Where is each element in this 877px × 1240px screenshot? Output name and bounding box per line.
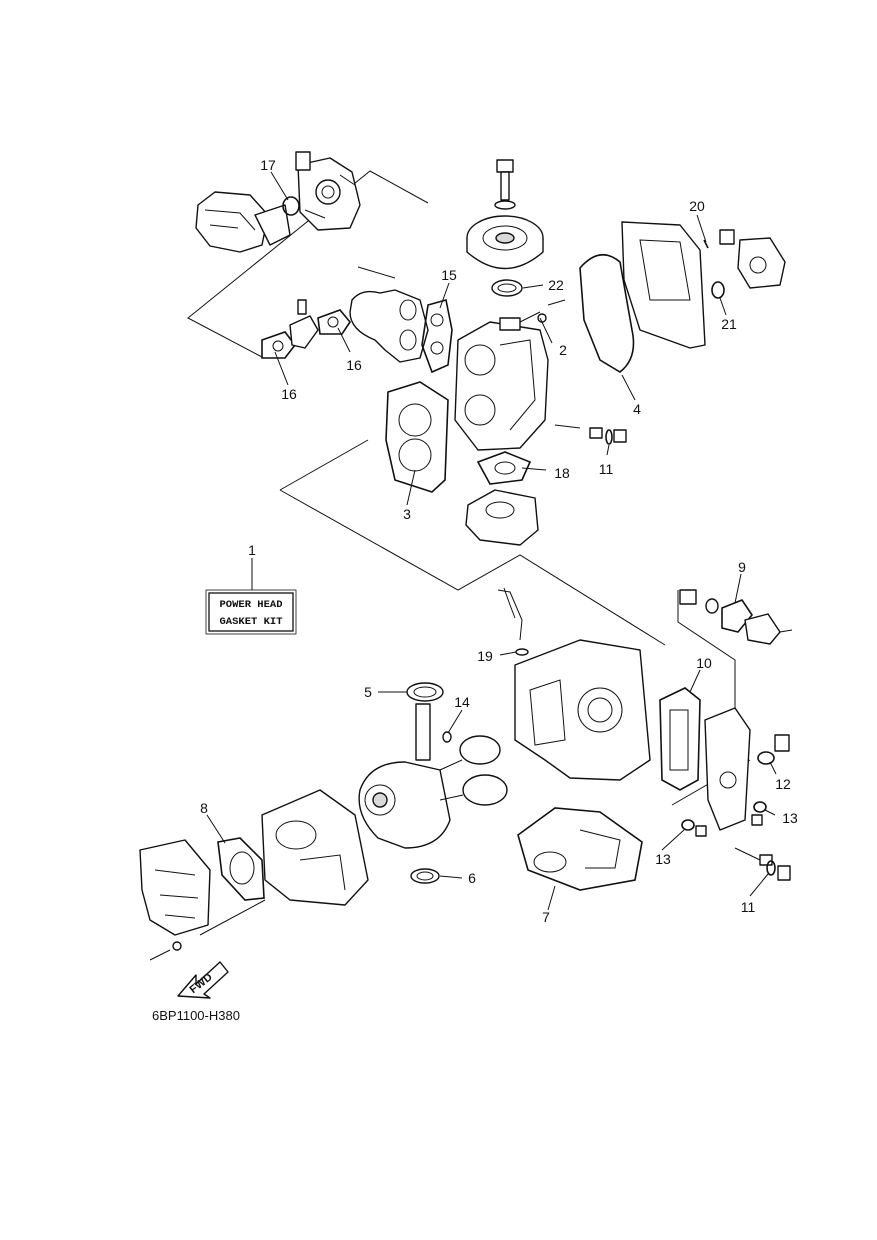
callout-11-upper: 11	[599, 461, 614, 477]
part-5-oil-seal-upper	[406, 682, 444, 702]
cam-pulley	[466, 215, 544, 270]
part-19-dipstick	[497, 587, 529, 656]
head-top-bolt	[547, 299, 566, 306]
callout-13-right: 13	[782, 810, 798, 826]
cylinder-block	[514, 639, 651, 781]
callout-14: 14	[454, 694, 470, 710]
callout-leaders	[206, 171, 777, 911]
pistons	[439, 735, 508, 806]
part-7-gasket	[517, 807, 643, 891]
water-jacket-cover	[704, 707, 751, 831]
callout-17: 17	[260, 157, 276, 173]
callout-20: 20	[689, 198, 705, 214]
callout-15: 15	[441, 267, 457, 283]
part-14-pin	[442, 731, 452, 743]
part-13-washer-right	[751, 801, 767, 826]
exhaust-cover	[139, 839, 211, 936]
part-12-washer-plug	[757, 734, 790, 765]
lower-bolt-sleeve	[734, 847, 773, 866]
part-22-oil-seal	[491, 279, 523, 297]
intake-manifold	[349, 289, 429, 363]
part-16-spacer-gasket-b	[317, 309, 351, 335]
part-13-washer-left	[681, 819, 707, 837]
part-11-o-ring-upper	[605, 429, 613, 445]
cylinder-head-cover	[621, 221, 706, 349]
reed-valve-plate	[289, 299, 319, 349]
callout-5: 5	[364, 684, 372, 700]
callout-4: 4	[633, 401, 641, 417]
crankshaft	[358, 703, 451, 849]
callout-21: 21	[721, 316, 737, 332]
callout-2: 2	[559, 342, 567, 358]
callout-11-lower: 11	[741, 899, 756, 915]
part-6-oil-seal-lower	[410, 868, 440, 884]
part-4-cover-gasket	[579, 254, 635, 373]
callout-6: 6	[468, 870, 476, 886]
callout-16-left: 16	[281, 386, 297, 402]
callout-numbers: 1 2 3 4 5 6 7 8 9 10 11 11 12 13 13 14 1…	[200, 157, 798, 925]
crankcase	[261, 789, 369, 906]
cylinder-head	[454, 317, 549, 451]
intake-silencer	[195, 191, 291, 253]
manifold-bolt	[357, 266, 396, 279]
callout-18: 18	[554, 465, 570, 481]
callout-16-right: 16	[346, 357, 362, 373]
part-11-o-ring-lower	[766, 860, 791, 881]
callout-7: 7	[542, 909, 550, 925]
gasket-kit-label: POWER HEAD GASKET KIT	[205, 589, 297, 635]
part-3-head-gasket	[385, 381, 449, 493]
fwd-direction-arrow: FWD	[177, 961, 229, 999]
part-2-bolt	[519, 311, 547, 323]
head-bolt-and-sleeve	[554, 424, 627, 443]
callout-10: 10	[696, 655, 712, 671]
callout-1: 1	[248, 542, 256, 558]
callout-22: 22	[548, 277, 564, 293]
callout-9: 9	[738, 559, 746, 575]
callout-12: 12	[775, 776, 791, 792]
kit-label-line1: POWER HEAD	[219, 599, 282, 611]
part-21-o-ring	[711, 281, 725, 299]
reference-code: 6BP1100-H380	[152, 1008, 240, 1023]
carb-link-line	[199, 899, 266, 936]
kit-label-line2: GASKET KIT	[219, 616, 282, 628]
callout-3: 3	[403, 506, 411, 522]
part-17-o-ring	[282, 196, 300, 216]
upper-group-bracket	[187, 170, 429, 358]
part-18-gasket	[476, 451, 532, 485]
block-group-bracket	[279, 489, 666, 646]
part-20-o-ring	[703, 239, 709, 249]
part-10-gasket	[659, 687, 701, 791]
part-15-manifold-gasket	[421, 298, 453, 374]
oil-pump-housing	[465, 489, 539, 546]
part-16-spacer-gasket-a	[261, 331, 297, 359]
cylinder-head-bracket-line	[279, 439, 369, 491]
callout-19: 19	[477, 648, 493, 664]
pulley-bolt	[494, 159, 516, 210]
fuel-pump	[719, 229, 786, 289]
callout-13-left: 13	[655, 851, 671, 867]
part-8-gasket	[217, 837, 265, 901]
thermostat-cover	[744, 613, 793, 645]
exhaust-cover-bolt	[149, 941, 182, 961]
callout-8: 8	[200, 800, 208, 816]
thermostat-cap	[679, 589, 719, 614]
carburetor	[295, 151, 361, 231]
